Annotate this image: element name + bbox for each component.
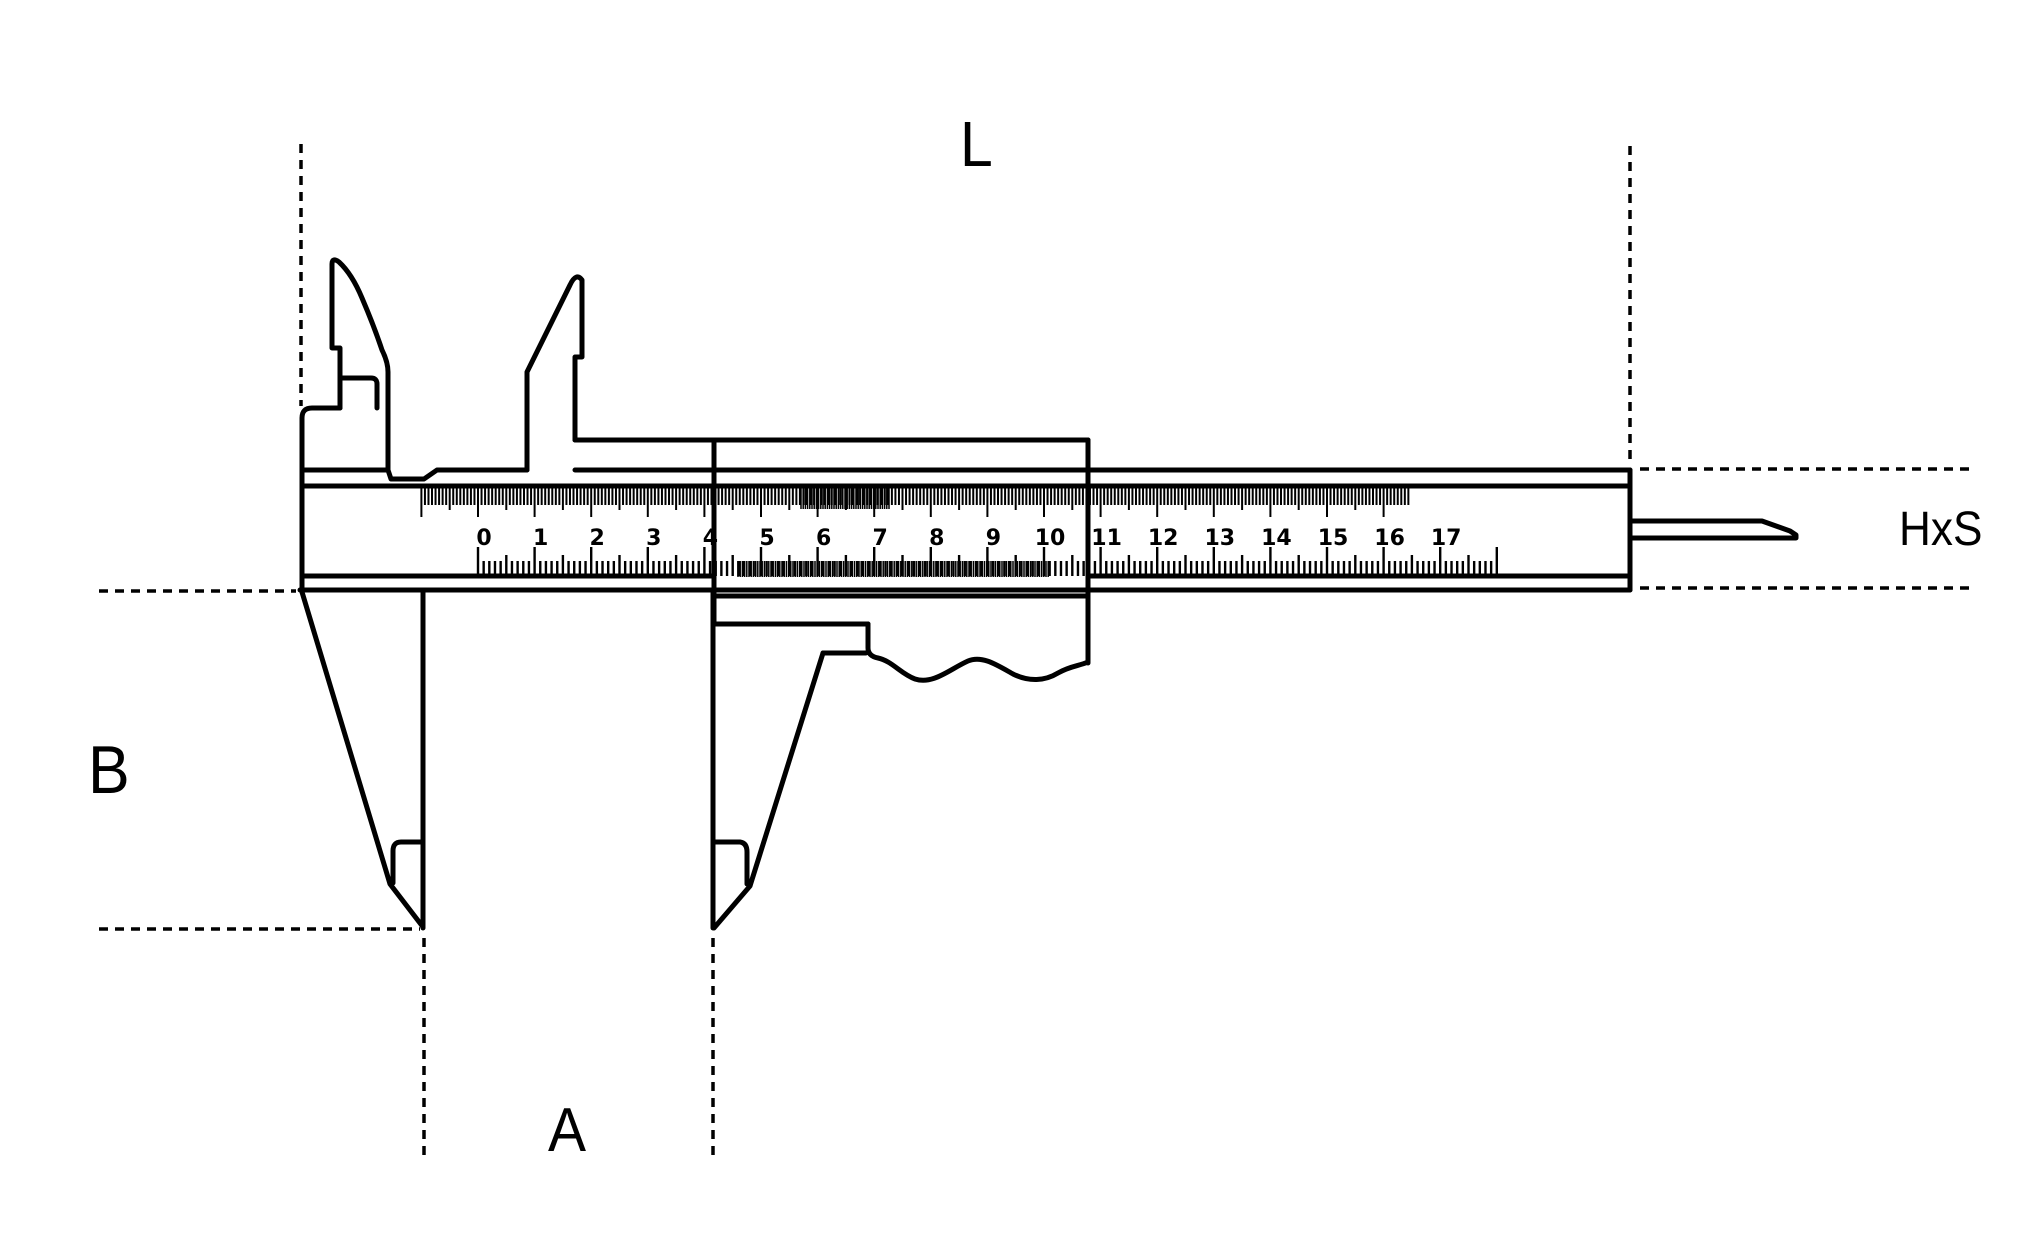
main-scale-number-2: 2 (590, 526, 605, 551)
slider-lower-jaw (710, 589, 826, 931)
fixed-lower-jaw-ledge (390, 839, 426, 886)
vernier-upper-ticks (800, 487, 890, 509)
beam (297, 467, 1633, 593)
fixed-upper-jaw-outline (329, 257, 391, 473)
main-scale-number-11: 11 (1091, 526, 1122, 551)
main-scale-number-9: 9 (986, 526, 1001, 551)
fixed-head (299, 257, 391, 595)
fixed-lower-jaw-outer-slope (299, 589, 426, 930)
main-scale-lower-ticks (476, 547, 1499, 576)
main-scale-number-5: 5 (759, 526, 774, 551)
depth-rod-outline (1629, 518, 1799, 541)
main-scale-number-17: 17 (1431, 526, 1462, 551)
beam-top-outer-edge (299, 467, 1633, 482)
main-scale-upper-ticks (420, 487, 1410, 517)
slider-lower-jaw-outer-slope (711, 650, 826, 931)
main-scale-number-6: 6 (816, 526, 831, 551)
main-scale-number-1: 1 (533, 526, 548, 551)
slider-upper-jaw-outline (524, 274, 585, 473)
slider-body (572, 437, 1091, 683)
main-scale-number-14: 14 (1261, 526, 1292, 551)
main-scale-number-0: 0 (476, 526, 491, 551)
main-scale-number-12: 12 (1148, 526, 1179, 551)
dimension-label-lower-jaw-span: A (548, 1096, 587, 1165)
slider-upper-jaw (524, 274, 585, 473)
main-scale-number-16: 16 (1374, 526, 1405, 551)
main-scale-number-15: 15 (1318, 526, 1349, 551)
main-scale-number-8: 8 (929, 526, 944, 551)
slider-lower-jaw-ledge (710, 839, 750, 887)
main-scale-number-7: 7 (873, 526, 888, 551)
main-scale-number-10: 10 (1035, 526, 1066, 551)
dimension-label-overall-length: L (960, 108, 993, 180)
fixed-upper-jaw-ledge (337, 375, 380, 411)
construction-lines (99, 144, 1972, 1158)
fixed-lower-jaw (299, 589, 426, 931)
vernier-lower-ticks (737, 561, 1049, 577)
main-scale-number-4: 4 (703, 526, 718, 551)
main-scale-number-13: 13 (1204, 526, 1235, 551)
dimension-label-depth-rod: HxS (1899, 503, 1983, 556)
main-scale-number-3: 3 (646, 526, 661, 551)
fixed-head-outline (299, 405, 343, 595)
dimension-label-jaw-depth: B (88, 732, 130, 808)
depth-rod (1629, 518, 1799, 541)
thumb-grip-wave (865, 621, 1091, 683)
